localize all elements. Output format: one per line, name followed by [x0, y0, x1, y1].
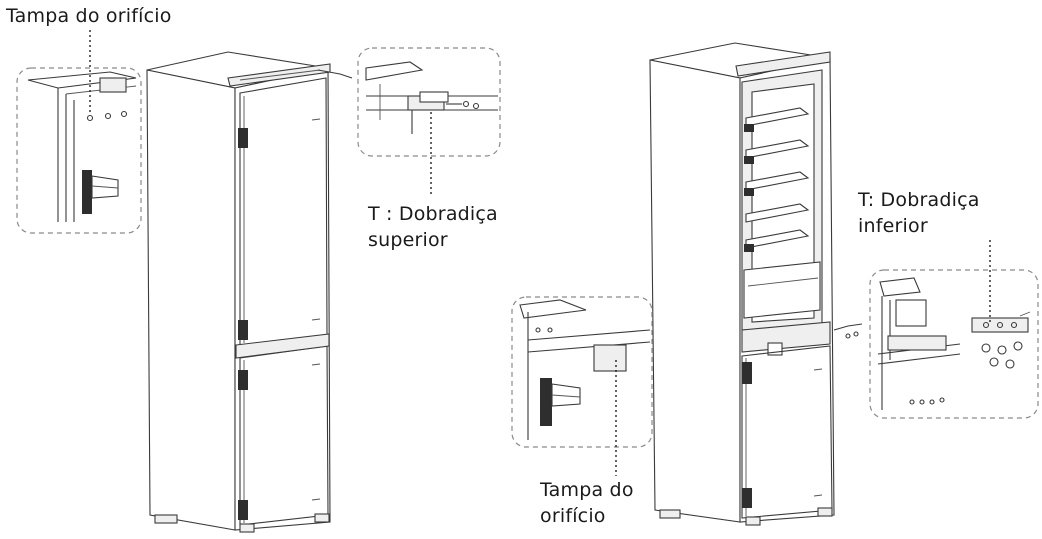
left-fridge	[146, 51, 353, 533]
right-fridge	[649, 42, 863, 526]
top-hinge-callout-line2: superior	[368, 229, 448, 251]
bottom-hinge-detail	[869, 269, 1039, 419]
bottom-cover-callout-line1: Tampa do	[540, 479, 634, 501]
shelves	[743, 107, 821, 319]
top-left-callout-label: Tampa do orifício	[6, 5, 172, 27]
bottom-cover-callout-line2: orifício	[540, 505, 606, 527]
top-hinge-callout-line1: T : Dobradiça	[368, 203, 498, 225]
bottom-hinge-callout-line2: inferior	[858, 215, 928, 237]
top-hinge-detail	[357, 47, 501, 157]
bottom-hinge-callout-line1: T: Dobradiça	[858, 189, 980, 211]
right-hole-cover-detail	[511, 296, 653, 448]
left-hole-cover-detail	[16, 67, 142, 234]
